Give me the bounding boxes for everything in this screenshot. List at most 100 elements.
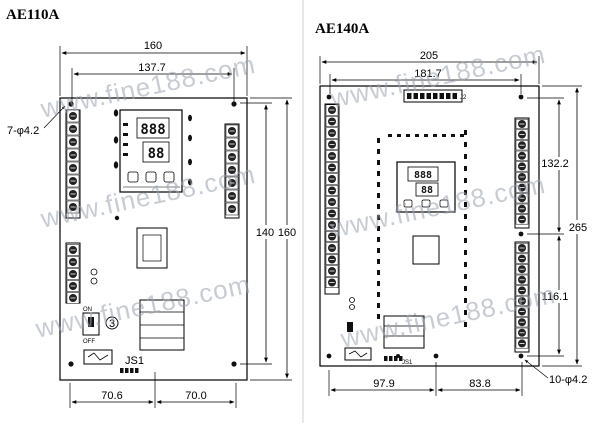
pin-dot-icon: [442, 134, 446, 137]
connector-pin-icon: [433, 93, 438, 99]
ae140a-top-connector-pins: [407, 93, 457, 99]
ae110a-diagram: AE110A 160 137.7 160 140 70.6 70.0: [6, 7, 296, 408]
mounting-hole-icon: [114, 215, 120, 221]
pin-dot-icon: [388, 134, 392, 137]
jumper-pin-icon: [399, 356, 403, 361]
mounting-hole-icon: [518, 353, 524, 359]
component-icon: [113, 161, 119, 169]
pin-dot-icon: [464, 166, 467, 171]
ae140a-bottom-left: 97.9: [373, 378, 394, 390]
ae140a-display-window: [415, 182, 439, 197]
ae110a-relay-chip: [136, 227, 168, 269]
pin-dot-icon: [464, 262, 467, 267]
component-icon: [349, 304, 355, 310]
ae140a-height-outer: 265: [569, 222, 587, 234]
ae110a-hole-leader: [43, 105, 66, 129]
ae110a-height-inner: 140: [256, 227, 274, 239]
ae140a-label-bg: [568, 220, 588, 234]
ae140a-left-terminals: [325, 104, 339, 288]
pin-dot-icon: [377, 182, 380, 187]
pin-dot-icon: [464, 322, 467, 327]
connector-pin-icon: [446, 93, 451, 99]
ae140a-right-lower-terminals: [515, 242, 529, 349]
component-icon: [188, 178, 192, 186]
pin-dot-icon: [377, 149, 380, 154]
indicator-led-icon: [123, 133, 128, 136]
pin-dot-icon: [464, 226, 467, 231]
component-icon: [113, 109, 119, 117]
pin-dot-icon: [377, 138, 380, 143]
mounting-hole-icon: [518, 231, 524, 237]
pin-dot-icon: [377, 314, 380, 319]
ae140a-transformer: [383, 315, 425, 349]
pin-dot-icon: [377, 270, 380, 275]
component-icon: [347, 322, 353, 332]
mounting-hole-icon: [326, 94, 332, 100]
ae140a-bottom-right: 83.8: [469, 378, 490, 390]
pin-dot-icon: [424, 134, 428, 137]
pin-dot-icon: [377, 303, 380, 308]
ae110a-switch-off: OFF: [83, 339, 95, 345]
ae110a-right-terminals: [225, 124, 239, 216]
connector-pin-icon: [413, 93, 418, 99]
connector-pin-icon: [439, 93, 444, 99]
ae140a-diagram: AE140A 205 181.7 265 132.2 116.1: [315, 21, 588, 396]
pin-dot-icon: [464, 202, 467, 207]
ae110a-width-outer: 160: [144, 40, 162, 52]
ae110a-bottom-right: 70.0: [185, 390, 206, 402]
ae110a-bottom-connector: [83, 349, 113, 365]
ae110a-display-window: [136, 117, 170, 139]
mounting-hole-icon: [433, 353, 439, 359]
pin-dot-icon: [464, 154, 467, 159]
pin-dot-icon: [377, 259, 380, 264]
ae140a-width-outer: 205: [420, 50, 438, 62]
indicator-led-icon: [123, 143, 128, 146]
pin-dot-icon: [377, 171, 380, 176]
mounting-hole-icon: [68, 101, 74, 107]
connector-pin-icon: [407, 93, 412, 99]
ae140a-chip: [412, 235, 440, 265]
pin-dot-icon: [464, 250, 467, 255]
ae110a-label-bg: [279, 225, 295, 239]
pin-dot-icon: [377, 160, 380, 165]
ae110a-callout-number: 3: [109, 318, 115, 330]
ae110a-label-bg: [256, 225, 274, 239]
ae110a-bottom-left: 70.6: [101, 390, 122, 402]
ae140a-board-outline: [319, 85, 540, 367]
ae110a-jumper-pins: [120, 368, 139, 373]
ae110a-model-title: AE110A: [6, 7, 60, 23]
ae110a-lower-terminals: [66, 244, 80, 304]
ae140a-label-bg: [541, 157, 569, 170]
ae110a-relay-chip-inner: [142, 234, 162, 262]
ae110a-height-outer: 160: [278, 227, 296, 239]
ae140a-display-top: 888: [414, 170, 432, 181]
keypad-button-icon: [163, 171, 175, 183]
connector-wave-icon: [87, 352, 109, 361]
mounting-hole-icon: [68, 361, 74, 367]
pin-dot-icon: [464, 214, 467, 219]
jumper-pin-icon: [384, 356, 388, 361]
pin-dot-icon: [460, 134, 464, 137]
ae140a-display-window: [407, 166, 439, 182]
connector-pin-icon: [420, 93, 425, 99]
pin-dot-icon: [406, 134, 410, 137]
component-icon: [90, 277, 98, 285]
keypad-button-icon: [421, 199, 431, 208]
component-icon: [113, 136, 119, 144]
pin-dot-icon: [377, 292, 380, 297]
pin-dot-icon: [464, 274, 467, 279]
pin-dot-icon: [415, 134, 419, 137]
ae140a-jumper-label: JS1: [402, 360, 413, 366]
ae140a-jumper-pins: [384, 356, 403, 361]
connector-pin-icon: [452, 93, 457, 99]
pin-dot-icon: [397, 134, 401, 137]
ae140a-right-upper-terminals: [515, 118, 529, 225]
ae110a-board-outline: [59, 97, 248, 381]
ae110a-width-inner: 137.7: [138, 62, 166, 74]
switch-lever-icon: [88, 317, 94, 327]
keypad-button-icon: [127, 171, 139, 183]
pin-dot-icon: [464, 190, 467, 195]
ae110a-switch-on: ON: [83, 307, 92, 313]
pin-dot-icon: [377, 215, 380, 220]
